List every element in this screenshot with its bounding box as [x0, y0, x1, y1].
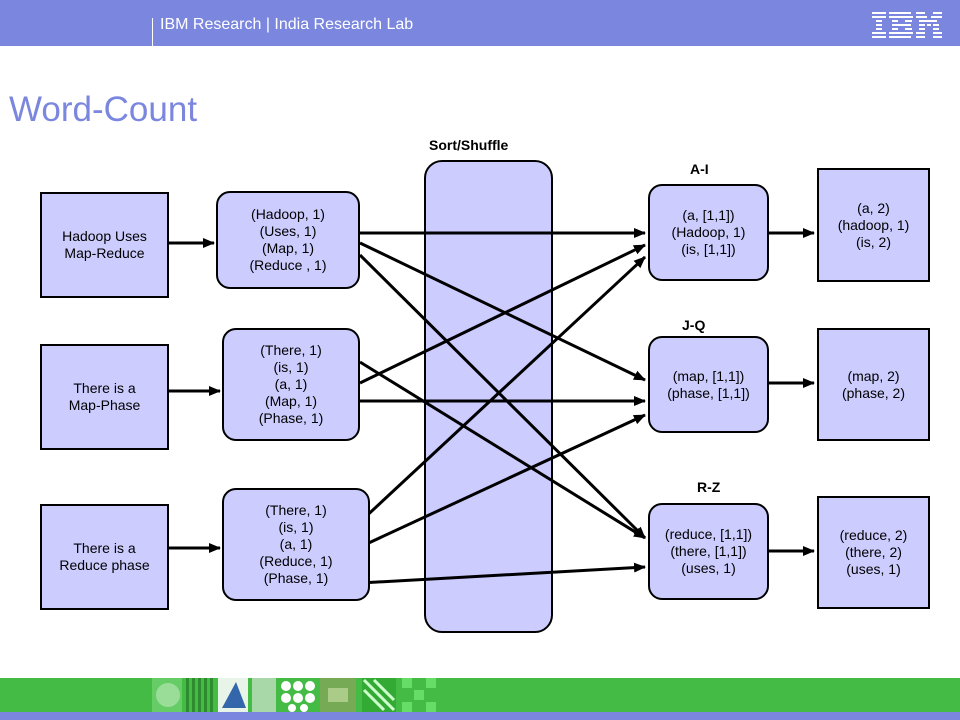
map-3-line-1: (There, 1): [265, 502, 327, 518]
grouped-box-r-z: (reduce, [1,1]) (there, [1,1]) (uses, 1): [648, 503, 769, 600]
map-1-line-2: (Uses, 1): [259, 223, 317, 239]
input-box-1: Hadoop Uses Map-Reduce: [40, 192, 169, 298]
header-brand-text: IBM Research | India Research Lab: [160, 16, 414, 33]
map-1-line-3: (Map, 1): [261, 240, 315, 256]
input-2-line-1: There is a: [73, 380, 136, 396]
map-2-line-1: (There, 1): [260, 342, 322, 358]
group-3-line-3: (uses, 1): [681, 560, 736, 576]
group-1-line-3: (is, [1,1]): [681, 241, 736, 257]
arrow-map3-group2: [359, 413, 646, 549]
map-1-line-1: (Hadoop, 1): [251, 206, 325, 222]
arrow-map2-group1: [359, 243, 646, 385]
sort-shuffle-label: Sort/Shuffle: [429, 137, 509, 153]
arrow-map3-group1: [358, 255, 647, 524]
group-1-line-2: (Hadoop, 1): [671, 224, 746, 240]
sort-shuffle-column: [424, 160, 553, 633]
reduce-3-line-1: (reduce, 2): [839, 527, 908, 543]
map-3-line-2: (is, 1): [278, 519, 314, 535]
input-2-line-2: Map-Phase: [68, 397, 141, 413]
page-title: Word-Count: [9, 90, 198, 129]
reduce-3-line-3: (uses, 1): [846, 561, 901, 577]
arrow-map1-group2: [359, 241, 646, 382]
map-3-line-4: (Reduce, 1): [259, 553, 333, 569]
reduce-1-line-2: (hadoop, 1): [837, 216, 910, 233]
range-label-r-z: R-Z: [697, 479, 721, 495]
header-bar: IBM Research | India Research Lab: [0, 0, 960, 46]
input-3-line-2: Reduce phase: [59, 557, 150, 573]
reduce-2-line-1: (map, 2): [847, 367, 900, 384]
range-label-j-q: J-Q: [682, 317, 706, 333]
group-3-line-1: (reduce, [1,1]): [664, 526, 753, 542]
map-output-box-2: (There, 1) (is, 1) (a, 1) (Map, 1) (Phas…: [222, 328, 360, 441]
group-1-line-1: (a, [1,1]): [682, 207, 735, 223]
input-box-3: There is a Reduce phase: [40, 504, 169, 610]
footer-bar: [0, 678, 960, 720]
map-2-line-4: (Map, 1): [264, 393, 318, 409]
arrow-map1-group3: [358, 253, 647, 540]
reduced-box-3: (reduce, 2) (there, 2) (uses, 1): [817, 496, 930, 609]
footer-image-strip: [152, 678, 436, 712]
range-label-a-i: A-I: [690, 161, 709, 177]
input-3-line-1: There is a: [73, 540, 136, 556]
map-2-line-5: (Phase, 1): [258, 410, 324, 426]
arrow-map3-group3: [359, 562, 646, 585]
input-box-2: There is a Map-Phase: [40, 344, 169, 450]
grouped-box-a-i: (a, [1,1]) (Hadoop, 1) (is, [1,1]): [648, 184, 769, 281]
map-2-line-2: (is, 1): [273, 359, 309, 375]
header-separator: [152, 18, 153, 46]
ibm-logo-icon: [872, 12, 942, 38]
reduce-3-line-2: (there, 2): [845, 544, 902, 560]
map-2-line-3: (a, 1): [274, 376, 308, 392]
reduce-2-line-2: (phase, 2): [841, 384, 906, 401]
grouped-box-j-q: (map, [1,1]) (phase, [1,1]): [648, 336, 769, 433]
arrow-map2-group3: [359, 360, 646, 540]
map-3-line-5: (Phase, 1): [263, 570, 329, 586]
map-1-line-4: (Reduce , 1): [249, 257, 327, 273]
reduced-box-1: (a, 2) (hadoop, 1) (is, 2): [817, 168, 930, 282]
input-1-line-1: Hadoop Uses: [62, 228, 147, 244]
footer-bottom-line: [0, 712, 960, 720]
group-3-line-2: (there, [1,1]): [670, 543, 747, 559]
reduced-box-2: (map, 2) (phase, 2): [817, 328, 930, 441]
input-1-line-2: Map-Reduce: [64, 245, 145, 261]
group-2-line-2: (phase, [1,1]): [667, 384, 750, 401]
reduce-1-line-3: (is, 2): [856, 233, 891, 250]
group-2-line-1: (map, [1,1]): [672, 367, 745, 384]
reduce-1-line-1: (a, 2): [857, 199, 890, 216]
map-3-line-3: (a, 1): [279, 536, 313, 552]
map-output-box-3: (There, 1) (is, 1) (a, 1) (Reduce, 1) (P…: [222, 488, 370, 601]
map-output-box-1: (Hadoop, 1) (Uses, 1) (Map, 1) (Reduce ,…: [216, 191, 360, 289]
